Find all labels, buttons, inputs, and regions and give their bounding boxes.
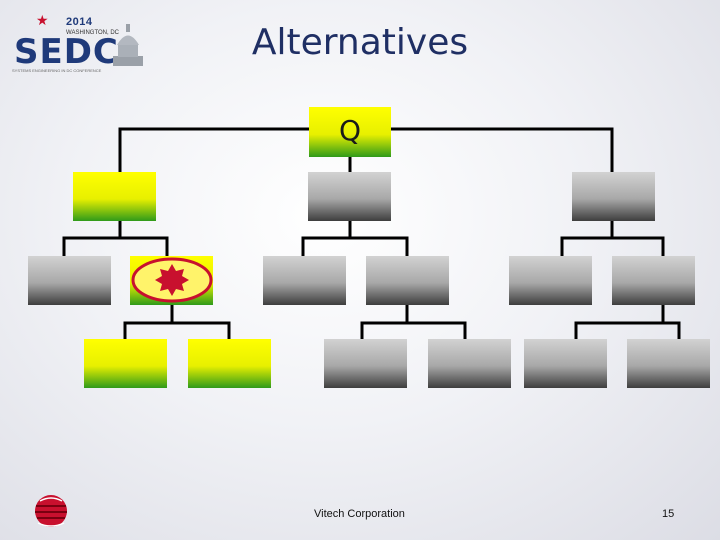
- node-root: Q: [309, 107, 391, 157]
- node-l2-1: [28, 256, 111, 305]
- sedc-logo: ★ 2014 WASHINGTON, DC SEDC SYSTEMS ENGIN…: [10, 12, 150, 73]
- capitol-dome-icon: [113, 24, 143, 66]
- node-l3-4: [428, 339, 511, 388]
- node-l2-6: [612, 256, 695, 305]
- node-l3-5: [524, 339, 607, 388]
- logo-year: 2014: [66, 16, 93, 28]
- node-l2-5: [509, 256, 592, 305]
- node-l3-6: [627, 339, 710, 388]
- node-l2-3: [263, 256, 346, 305]
- connector-lines: [62, 127, 681, 341]
- node-l2-4: [366, 256, 449, 305]
- vitech-globe-icon: [35, 495, 67, 527]
- star-icon: ★: [36, 12, 49, 28]
- node-root-label: Q: [339, 114, 361, 147]
- logo-tagline: SYSTEMS ENGINEERING IN DC CONFERENCE: [12, 68, 102, 73]
- logo-wordmark: SEDC: [14, 32, 119, 72]
- node-l3-3: [324, 339, 407, 388]
- node-l2-2-selected: [130, 256, 213, 305]
- star-burst-icon: [155, 264, 189, 296]
- logo-city: WASHINGTON, DC: [66, 30, 120, 36]
- footer-company: Vitech Corporation: [314, 508, 405, 520]
- node-l1-left: [73, 172, 156, 221]
- node-l3-1: [84, 339, 167, 388]
- slide-title: Alternatives: [251, 22, 469, 63]
- page-number: 15: [662, 508, 675, 520]
- node-l3-2: [188, 339, 271, 388]
- node-l1-right: [572, 172, 655, 221]
- node-l1-center: [308, 172, 391, 221]
